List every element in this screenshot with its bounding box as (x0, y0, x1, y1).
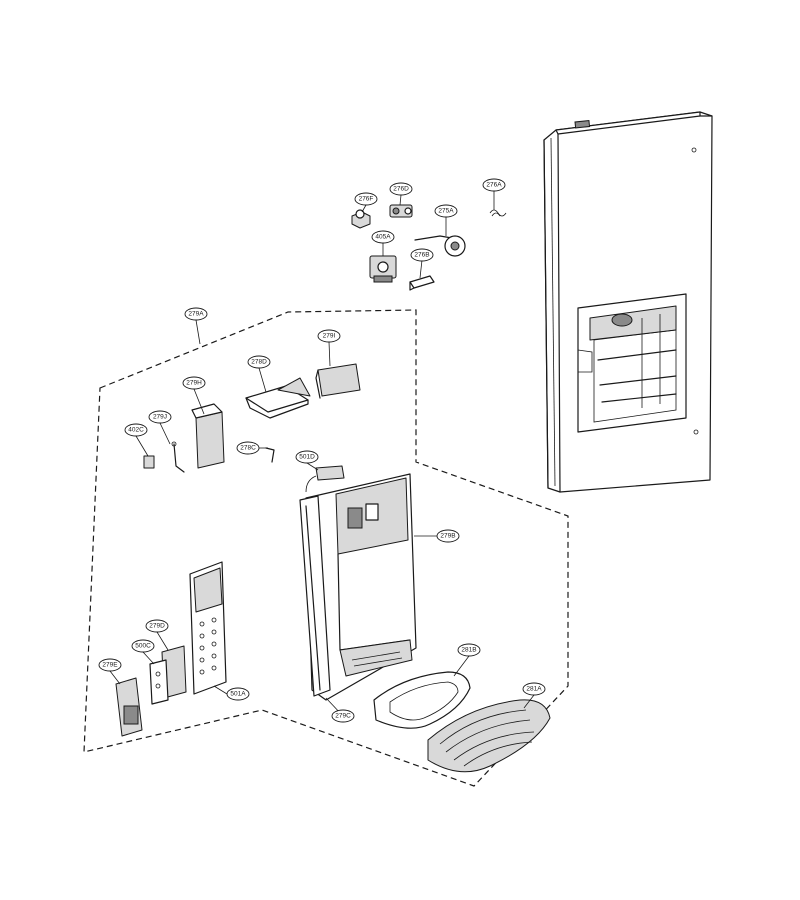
callout-500C: 500C (131, 639, 155, 653)
callout-281A-label: 281A (526, 686, 542, 693)
callout-279C-label: 279C (335, 713, 351, 720)
dispenser-frame-279C (299, 495, 331, 697)
dispenser-recess (577, 293, 687, 433)
drip-tray-281B (373, 671, 471, 729)
part-278C (265, 447, 275, 463)
callout-500C-label: 500C (135, 643, 151, 650)
callout-279D: 279D (145, 619, 169, 633)
callout-279H-label: 279H (186, 380, 202, 387)
callout-276A-label: 276A (486, 182, 502, 189)
part-276B (409, 275, 435, 291)
part-276A (489, 209, 507, 217)
callout-501D: 501D (295, 450, 319, 464)
callout-501A-label: 501A (230, 691, 246, 698)
part-276F (351, 209, 371, 229)
callout-279D-label: 279D (149, 623, 165, 630)
callout-278C-label: 278C (240, 445, 256, 452)
part-279H (191, 403, 225, 469)
callout-279B: 279B (436, 529, 460, 543)
callout-279H: 279H (182, 376, 206, 390)
callout-276B-label: 276B (414, 252, 429, 259)
callout-276B: 276B (410, 248, 434, 262)
callout-279C: 279C (331, 709, 355, 723)
part-279J (171, 441, 185, 473)
callout-501D-label: 501D (299, 454, 315, 461)
callout-279B-label: 279B (440, 533, 455, 540)
callout-279E-label: 279E (102, 662, 118, 669)
control-panel-501A (189, 561, 227, 695)
callout-276A: 276A (482, 178, 506, 192)
part-405A (369, 255, 397, 283)
callout-279J: 279J (148, 410, 172, 424)
callout-279A: 279A (184, 307, 208, 321)
callout-281B-label: 281B (461, 647, 476, 654)
callout-402C: 402C (124, 423, 148, 437)
part-501D (305, 465, 345, 493)
part-278D (245, 377, 311, 419)
callout-281A: 281A (522, 682, 546, 696)
part-402C (143, 455, 155, 469)
callout-279I-label: 279I (323, 333, 336, 340)
callout-275A-label: 275A (438, 208, 454, 215)
callout-501A: 501A (226, 687, 250, 701)
callout-405A: 405A (371, 230, 395, 244)
dispenser-housing-279B (305, 473, 417, 701)
callout-276F: 276F (354, 192, 378, 206)
callout-279I: 279I (317, 329, 341, 343)
callout-276F-label: 276F (359, 196, 374, 203)
part-276D (389, 204, 413, 218)
callout-281B: 281B (457, 643, 481, 657)
callout-278D: 278D (247, 355, 271, 369)
part-275A (414, 235, 466, 257)
callout-405A-label: 405A (375, 234, 391, 241)
part-279I (315, 363, 361, 399)
callout-278C: 278C (236, 441, 260, 455)
callout-402C-label: 402C (128, 427, 144, 434)
switch-500C (149, 659, 169, 705)
cover-279E (115, 677, 143, 737)
callout-275A: 275A (434, 204, 458, 218)
callout-276D: 276D (389, 182, 413, 196)
callout-279A-label: 279A (188, 311, 204, 318)
callout-279J-label: 279J (153, 414, 167, 421)
grille-281A (427, 699, 551, 773)
callout-279E: 279E (98, 658, 122, 672)
callout-276D-label: 276D (393, 186, 409, 193)
callout-278D-label: 278D (251, 359, 267, 366)
door-panel (543, 111, 713, 493)
